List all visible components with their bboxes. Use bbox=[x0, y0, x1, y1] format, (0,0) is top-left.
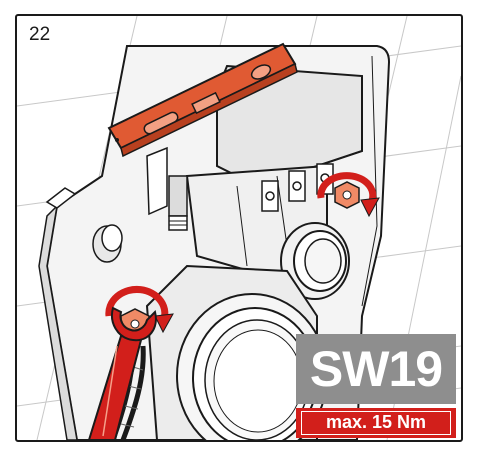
spirit-level-icon bbox=[107, 42, 298, 158]
torque-label: max. 15 Nm bbox=[301, 411, 451, 435]
assembly-illustration bbox=[17, 16, 461, 440]
rotation-arrow-icon bbox=[105, 285, 174, 334]
step-number: 22 bbox=[29, 24, 51, 45]
main-outlet bbox=[145, 264, 328, 440]
plate-tab-left bbox=[45, 187, 77, 209]
mounting-plate-flange bbox=[38, 203, 78, 440]
plate-boss bbox=[92, 224, 123, 263]
valve-bracket bbox=[146, 146, 168, 216]
rotation-arrow-icon bbox=[317, 172, 380, 218]
wrench-size-badge: SW19 bbox=[296, 334, 456, 404]
illustration-frame: 22 bbox=[15, 14, 463, 442]
right-connection bbox=[280, 222, 350, 300]
upper-nut bbox=[334, 181, 360, 209]
torque-badge: max. 15 Nm bbox=[296, 408, 456, 438]
wrench-icon bbox=[87, 306, 157, 440]
valve-fitting bbox=[168, 175, 188, 231]
